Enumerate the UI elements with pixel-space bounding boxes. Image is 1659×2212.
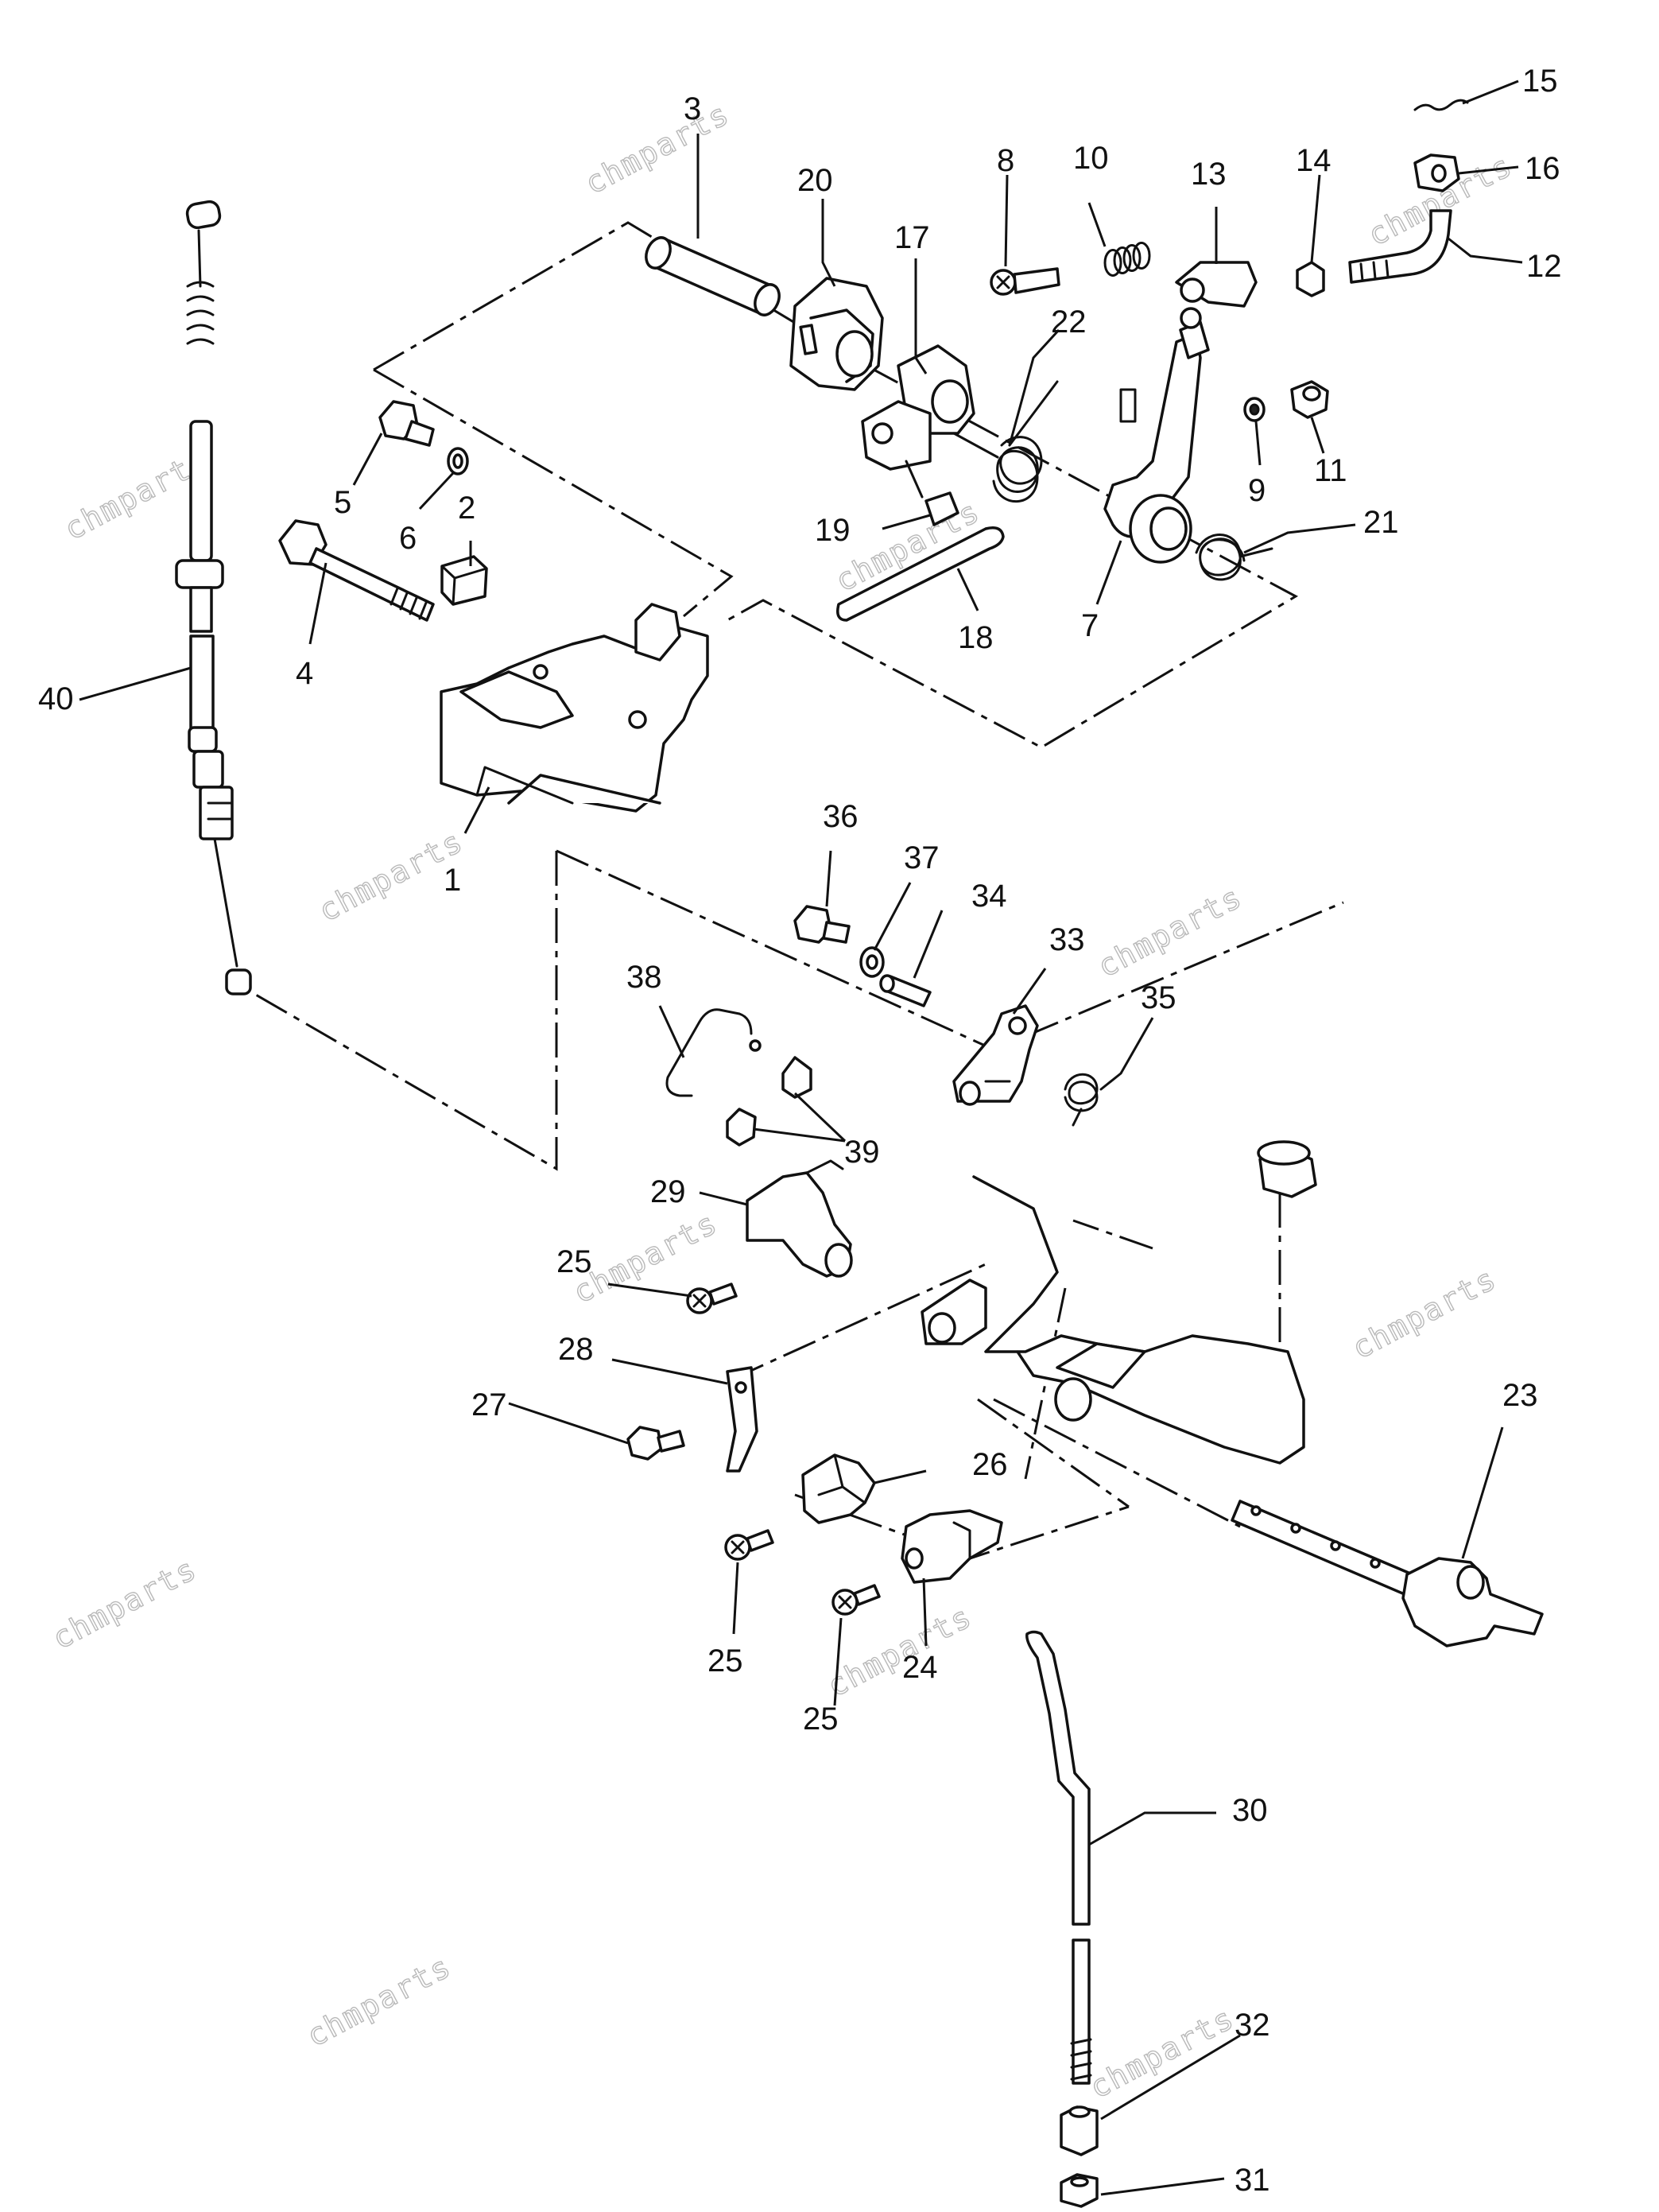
callout-33: 33 — [1049, 922, 1085, 957]
callout-8: 8 — [997, 143, 1014, 178]
callout-3: 3 — [684, 91, 701, 126]
callout-13: 13 — [1191, 157, 1227, 192]
callout-9: 9 — [1248, 473, 1266, 508]
callout-20: 20 — [797, 163, 833, 198]
bolt-part-27 — [626, 1426, 685, 1461]
callout-32: 32 — [1235, 2008, 1270, 2043]
screw-part-25-upper — [686, 1283, 738, 1314]
callout-36: 36 — [823, 799, 859, 834]
bushing-part-11 — [1290, 380, 1329, 419]
callout-2: 2 — [458, 491, 475, 526]
washer-part-6 — [447, 447, 469, 475]
watermark: chmparts — [1347, 1261, 1502, 1366]
callout-29: 29 — [650, 1174, 686, 1209]
callout-5: 5 — [334, 485, 351, 520]
leader-lines — [79, 80, 1523, 2196]
lever-part-33 — [952, 1004, 1039, 1106]
callout-40: 40 — [38, 681, 74, 716]
watermark: chmparts — [1092, 879, 1248, 984]
callout-38: 38 — [626, 960, 662, 995]
callout-28: 28 — [558, 1332, 594, 1367]
short-bolt-part-5 — [378, 400, 435, 447]
small-spring-part-10 — [1103, 242, 1151, 277]
callout-numbers: 1 2 3 4 5 6 7 8 9 10 11 12 13 14 15 16 1… — [38, 64, 1562, 2198]
callout-26: 26 — [972, 1447, 1008, 1482]
elbow-connector-part-12 — [1348, 209, 1452, 284]
link-rod-part-18 — [836, 526, 1005, 622]
cam-part-20 — [789, 277, 884, 391]
callout-27: 27 — [471, 1387, 507, 1422]
shift-rod-part-30 — [1025, 1630, 1092, 2085]
callout-23: 23 — [1502, 1378, 1538, 1413]
callout-6: 6 — [399, 521, 417, 556]
clamp-part-16 — [1413, 153, 1460, 192]
spring-part-22 — [952, 380, 1059, 503]
nut-part-14 — [1296, 261, 1325, 297]
callout-34: 34 — [971, 879, 1007, 914]
callout-15: 15 — [1522, 64, 1558, 99]
screw-part-25-lower — [831, 1584, 881, 1616]
pin-part-34 — [879, 974, 932, 1007]
watermark: chmparts — [1084, 2001, 1240, 2105]
callout-7: 7 — [1081, 608, 1099, 643]
callout-14: 14 — [1296, 143, 1331, 178]
shaft-housing-part-23 — [921, 1140, 1544, 1647]
bracket-part-1 — [440, 603, 709, 813]
collar-tube-part-3 — [645, 236, 781, 316]
clamp-part-26 — [801, 1453, 876, 1524]
long-bolt-part-4 — [278, 519, 435, 622]
clips-part-39 — [726, 1056, 812, 1147]
callout-18: 18 — [958, 620, 994, 655]
clip-part-19 — [905, 460, 959, 526]
nut-part-32 — [1060, 2105, 1099, 2156]
washer-part-37 — [859, 946, 885, 978]
callout-35: 35 — [1141, 980, 1176, 1015]
callout-16: 16 — [1525, 151, 1560, 186]
callout-10: 10 — [1073, 141, 1109, 176]
callout-17: 17 — [894, 220, 930, 255]
callout-39: 39 — [844, 1135, 880, 1170]
callout-19: 19 — [815, 513, 851, 548]
callout-1: 1 — [444, 863, 461, 898]
washer-part-9 — [1243, 397, 1266, 422]
callout-37: 37 — [904, 840, 940, 875]
bolt-part-36 — [793, 905, 851, 944]
watermark: chmparts — [301, 1949, 457, 2054]
callout-24: 24 — [902, 1650, 938, 1685]
screw-part-25-middle — [724, 1529, 774, 1561]
spring-part-35 — [1064, 1072, 1122, 1127]
callout-31: 31 — [1235, 2163, 1270, 2198]
callout-12: 12 — [1526, 249, 1562, 284]
nut-part-31 — [1060, 2173, 1099, 2208]
cable-holder-part-24 — [901, 1509, 1003, 1584]
wire-link-part-38 — [665, 1008, 762, 1097]
callout-21: 21 — [1363, 505, 1399, 540]
spring-part-21 — [1195, 534, 1273, 581]
screw-part-8 — [990, 267, 1060, 296]
callout-25b: 25 — [707, 1643, 743, 1678]
rod-end-part-13 — [1175, 261, 1258, 308]
cable-bracket-part-29 — [746, 1159, 853, 1278]
watermark: chmparts — [47, 1551, 203, 1656]
wire-clip-part-15 — [1413, 99, 1469, 111]
callout-22: 22 — [1051, 305, 1087, 340]
throttle-cable-part-40 — [175, 200, 252, 995]
watermark: chmparts — [579, 96, 735, 201]
plate-part-28 — [726, 1366, 758, 1473]
square-nut-part-2 — [440, 555, 488, 606]
cam-lever-part-17 — [861, 344, 975, 471]
callout-11: 11 — [1314, 453, 1347, 488]
callout-25c: 25 — [803, 1702, 839, 1737]
throttle-lever-part-7 — [1103, 307, 1210, 564]
callout-30: 30 — [1232, 1793, 1268, 1828]
callout-25a: 25 — [556, 1244, 592, 1279]
callout-4: 4 — [296, 656, 313, 691]
